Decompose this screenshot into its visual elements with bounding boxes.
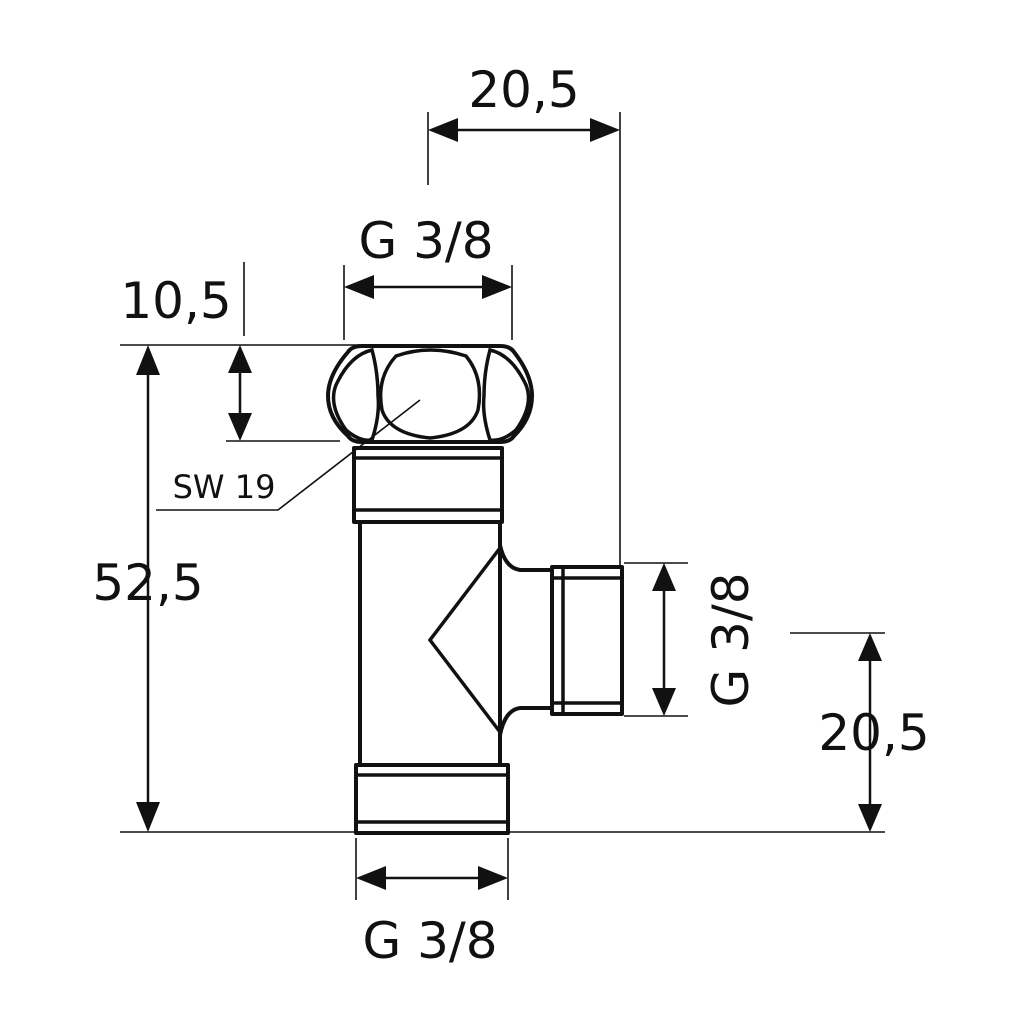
wrench-size-label: SW 19 (173, 468, 276, 506)
fitting-body (326, 344, 624, 835)
dim-side-thread: G 3/8 (702, 572, 760, 707)
side-branch (498, 543, 555, 737)
arrowheads (136, 118, 882, 890)
dim-side-height: 20,5 (818, 704, 929, 762)
dimension-lines (146, 128, 872, 880)
hex-nut (326, 344, 534, 444)
dim-top-offset: 20,5 (468, 61, 579, 119)
dim-overall-height: 52,5 (92, 554, 203, 612)
dim-top-thread: G 3/8 (358, 212, 493, 270)
dim-nut-height: 10,5 (120, 272, 231, 330)
dim-bottom-thread: G 3/8 (362, 912, 497, 970)
